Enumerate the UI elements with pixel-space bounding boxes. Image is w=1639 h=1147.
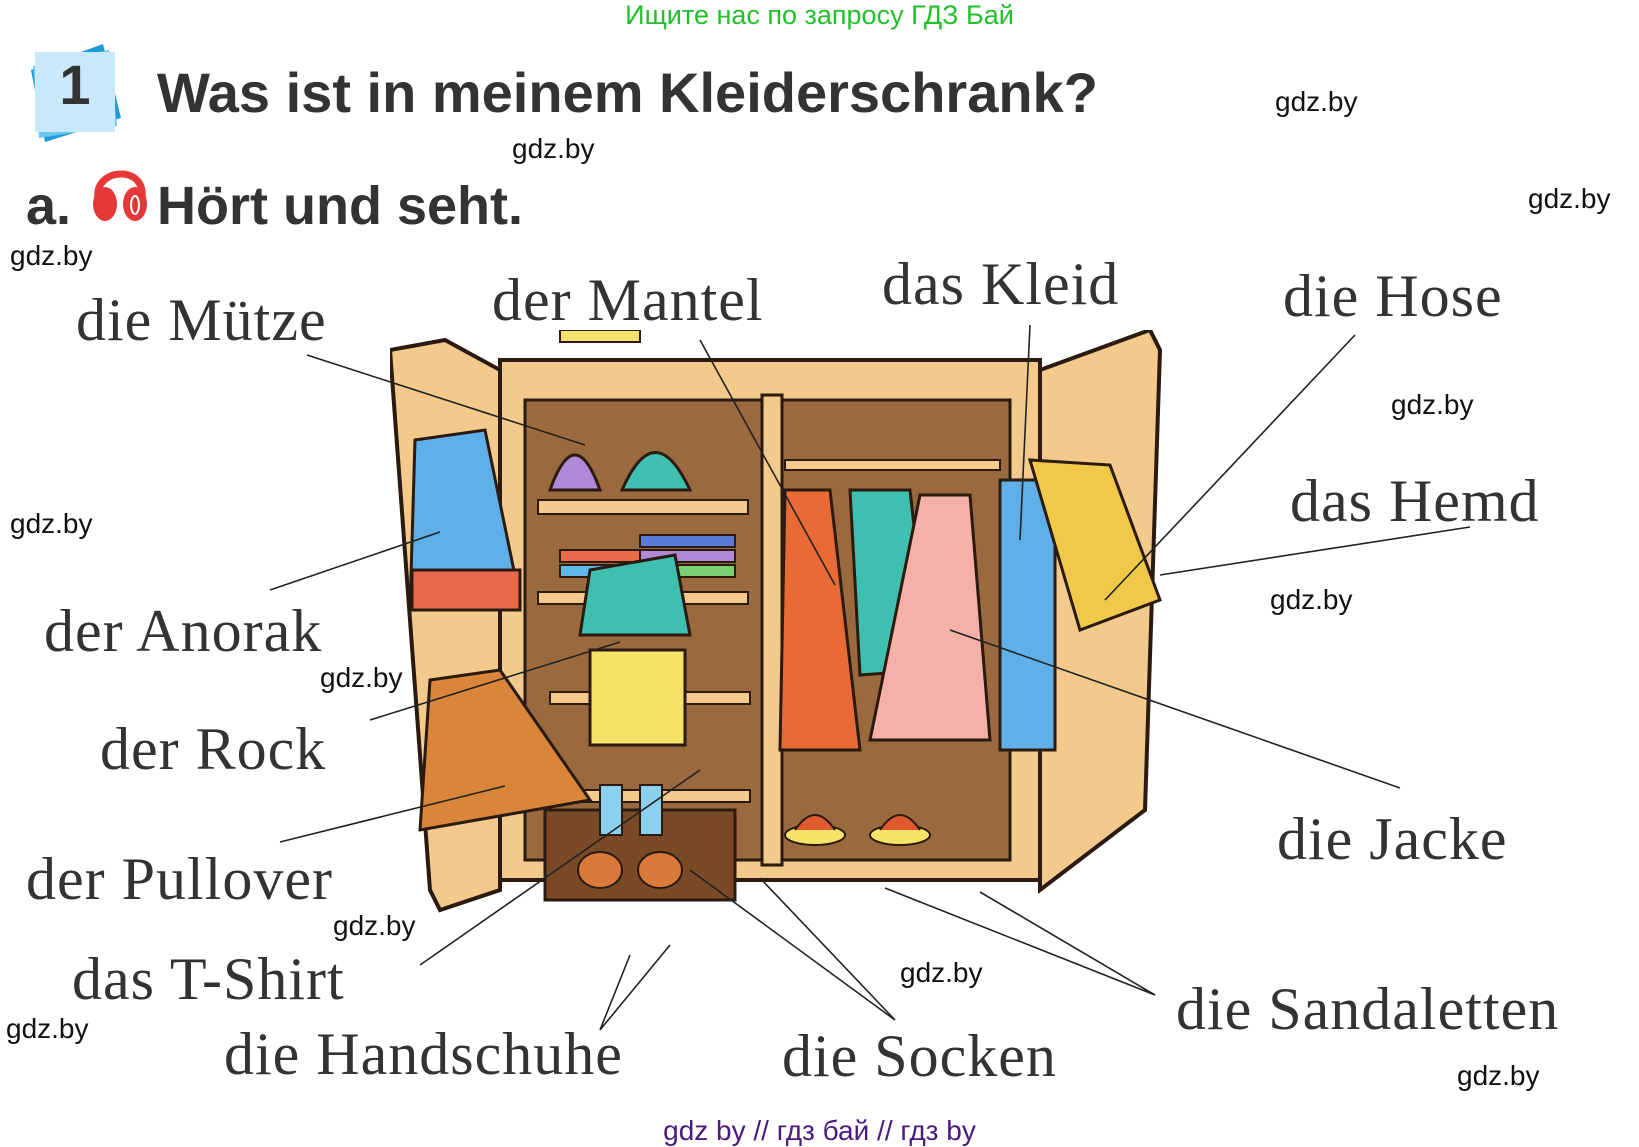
label-das-kleid: das Kleid [882, 251, 1120, 317]
label-der-pullover: der Pullover [26, 846, 333, 912]
footer-watermark: gdz by // гдз бай // гдз by [663, 1115, 976, 1146]
watermark: gdz.by [1270, 584, 1353, 615]
watermark: gdz.by [1528, 183, 1611, 214]
badge-shape-icon [31, 44, 121, 142]
watermark: gdz.by [320, 662, 403, 693]
exercise-title: Was ist in meinem Kleiderschrank? [157, 61, 1098, 124]
watermark: gdz.by [1275, 86, 1358, 117]
label-das-hemd: das Hemd [1290, 468, 1540, 534]
exercise-number-badge: 1 [25, 42, 125, 142]
label-die-jacke: die Jacke [1277, 806, 1508, 872]
label-die-handschuhe: die Handschuhe [224, 1021, 623, 1087]
watermark: gdz.by [1457, 1060, 1540, 1091]
label-die-socken: die Socken [782, 1023, 1057, 1089]
watermark: gdz.by [6, 1013, 89, 1044]
watermark: gdz.by [10, 240, 93, 271]
headphones-icon [88, 158, 152, 224]
search-banner: Ищите нас по запросу ГДЗ Бай [625, 0, 1014, 30]
label-der-anorak: der Anorak [44, 598, 323, 664]
watermark: gdz.by [1391, 389, 1474, 420]
label-der-mantel: der Mantel [492, 267, 764, 333]
wardrobe-illustration [387, 327, 1190, 920]
part-letter: a. [26, 176, 72, 236]
label-der-rock: der Rock [100, 716, 327, 782]
label-die-hose: die Hose [1283, 263, 1503, 329]
label-die-sandaletten: die Sandaletten [1176, 976, 1560, 1042]
watermark: gdz.by [10, 508, 93, 539]
label-das-t-shirt: das T-Shirt [72, 946, 345, 1012]
watermark: gdz.by [512, 133, 595, 164]
part-title: Hört und seht. [157, 176, 523, 236]
exercise-number: 1 [59, 53, 91, 116]
watermark: gdz.by [900, 957, 983, 988]
label-die-muetze: die Mütze [76, 287, 327, 353]
watermark: gdz.by [333, 910, 416, 941]
